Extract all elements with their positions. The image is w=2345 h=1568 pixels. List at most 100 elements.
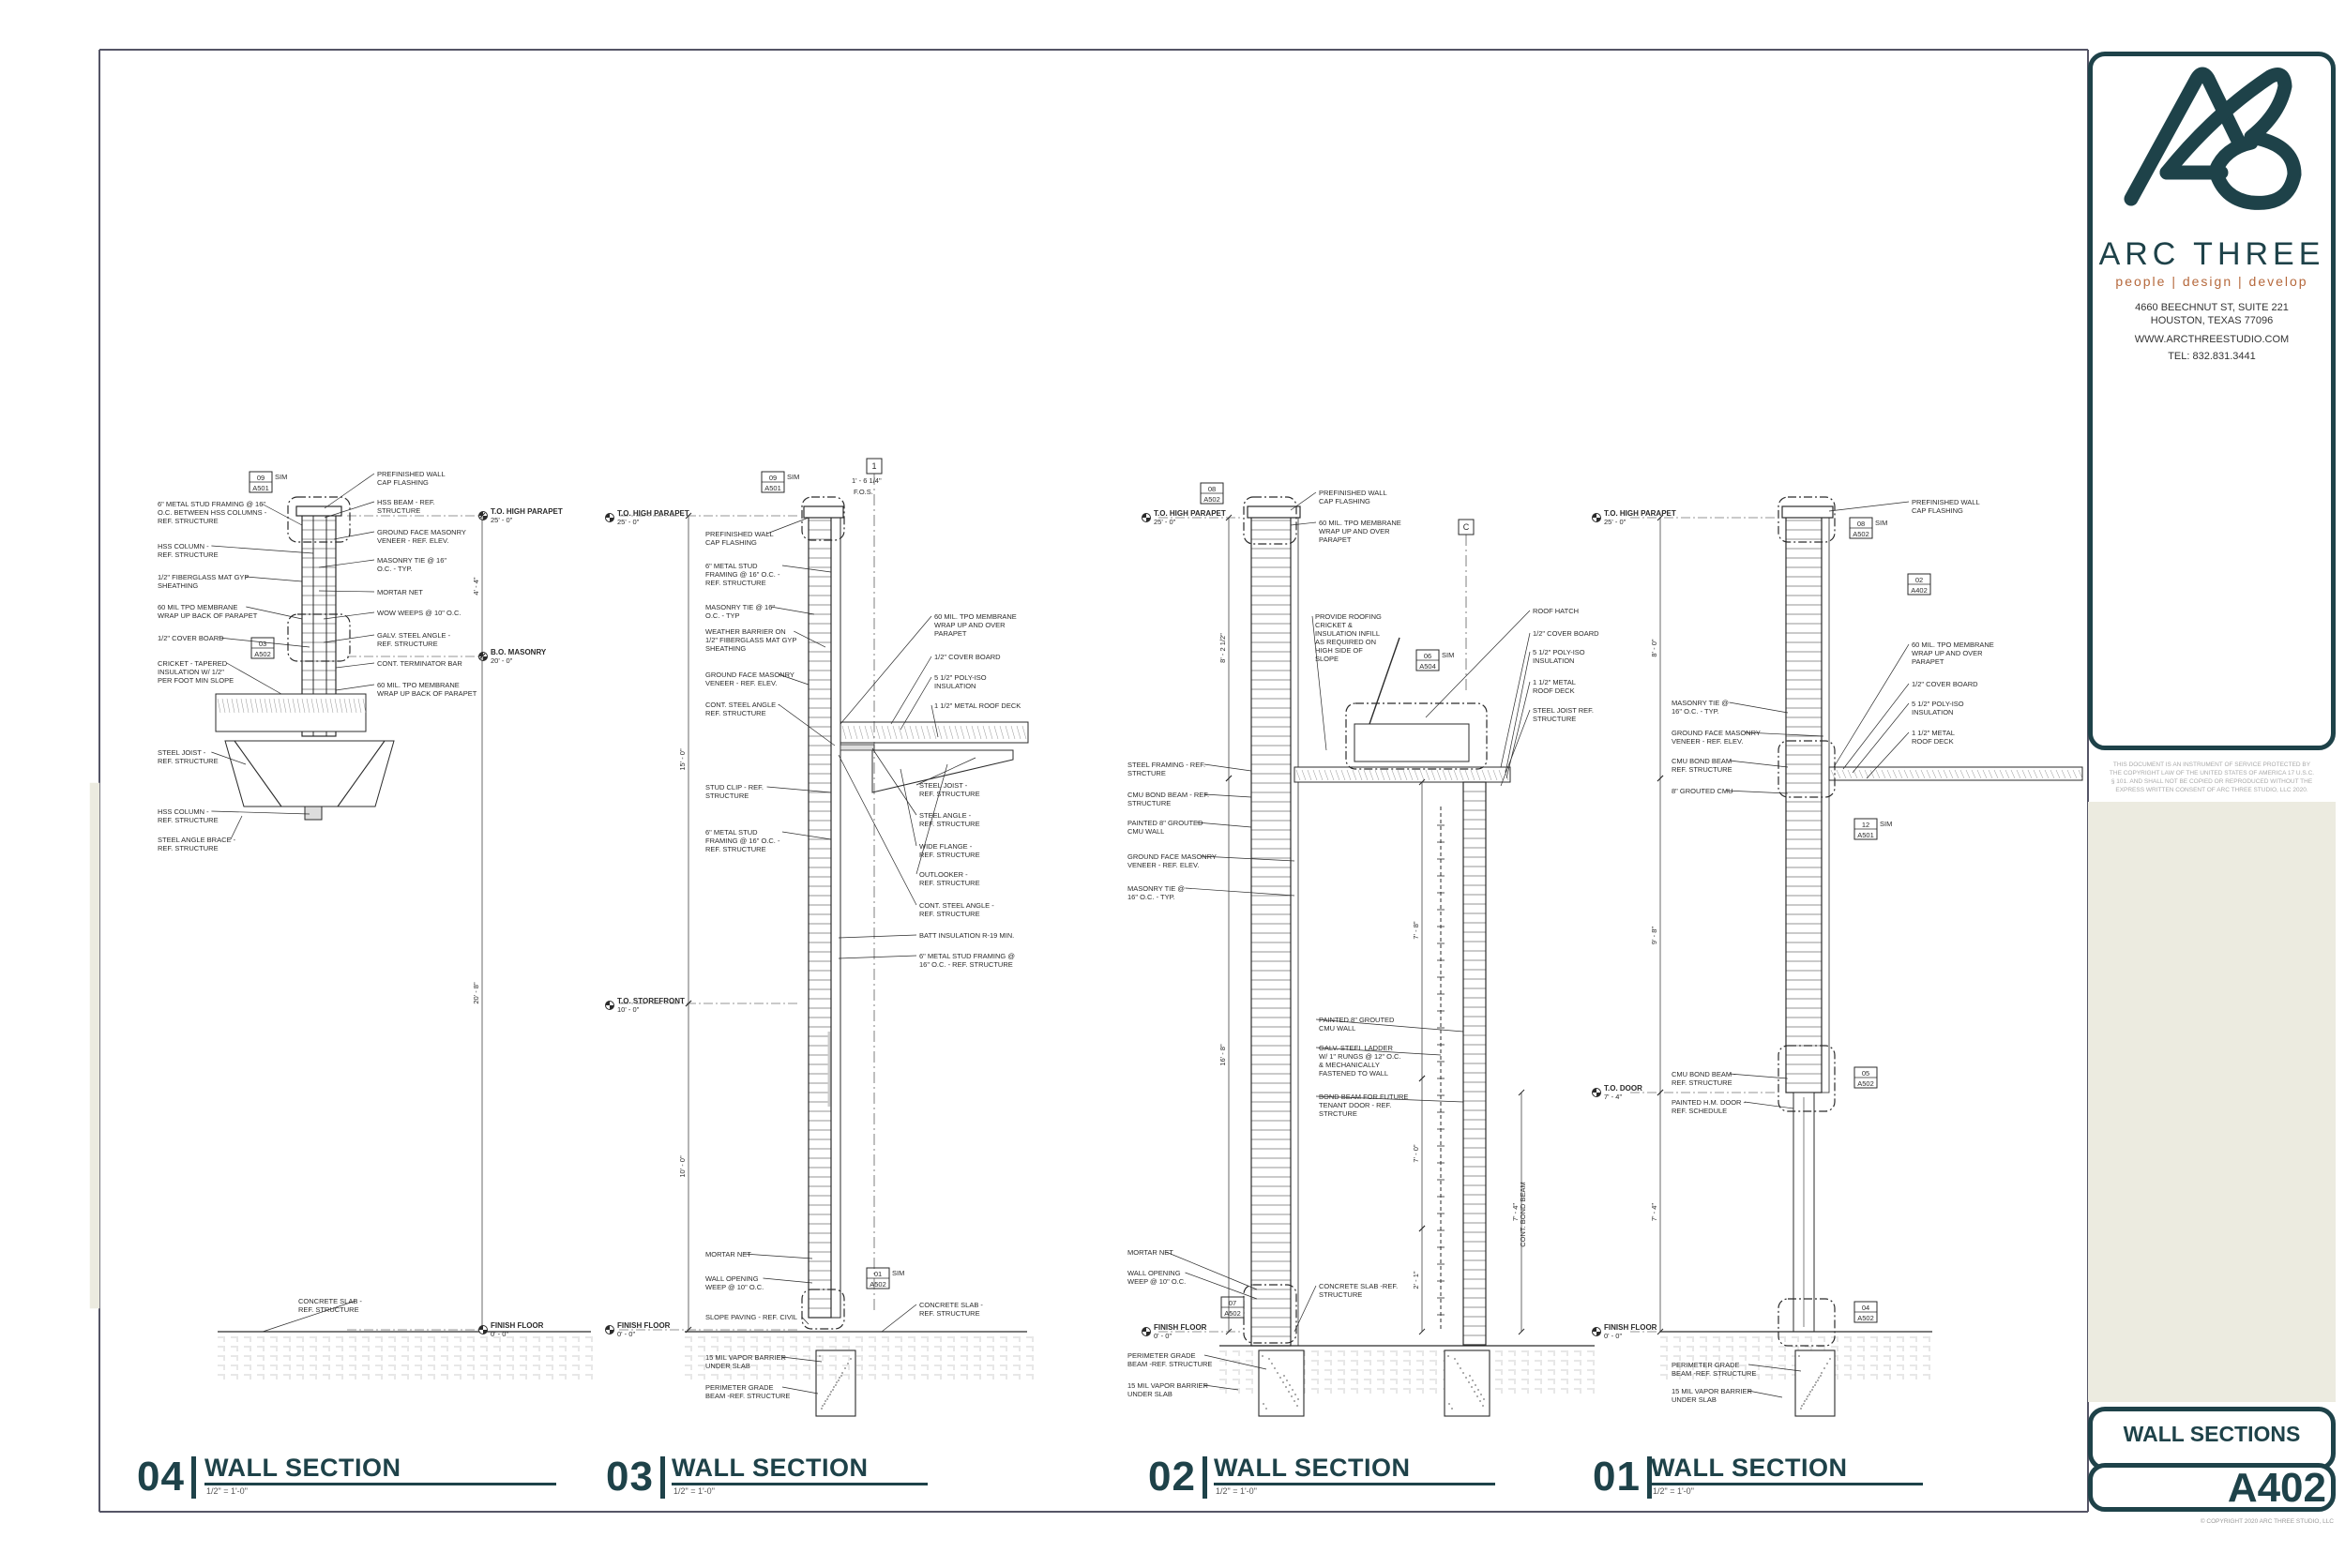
section-02-interior-footing-aggregate [1468,1381,1470,1383]
view-02-title-bar [1203,1456,1207,1499]
view-04-title: WALL SECTION [204,1454,401,1482]
section-04-insulation-hatch [268,698,273,714]
brand-tagline: people | design | develop [2115,274,2308,289]
section-04-note-right-8-line: 60 MIL. TPO MEMBRANE [377,681,460,689]
section-03-dim-upper-tick-a [685,512,692,520]
section-02-roof-hatch [1402,769,1408,781]
section-03-grade-beam-aggregate [830,1391,832,1393]
section-03-roof-hatch [971,725,976,740]
section-02-grade-beam-aggregate [1279,1377,1281,1379]
section-04-note-slab-line: CONCRETE SLAB - [298,1297,362,1305]
section-03-note-right-5-leader [871,747,917,816]
section-01-roof-hatch [1886,769,1892,779]
section-03-note-right-8-line: CONT. STEEL ANGLE - [919,901,994,910]
section-02-roof-hatch [1329,769,1335,781]
section-02-grade-beam-aggregate [1263,1403,1264,1405]
section-01-tag-section-ref: 02 [1915,576,1923,584]
section-02-note-right-10-line: BOND BEAM FOR FUTURE [1319,1093,1408,1101]
section-01-grade-beam-aggregate [1823,1367,1825,1369]
section-04-insulation-hatch [235,698,240,714]
section-02-dim-parapet-tick-a [1225,514,1233,521]
section-02-dim-interior-mid-tick-a [1418,1075,1426,1082]
section-03-tag-base-sim: SIM [892,1269,904,1277]
view-01-title-bar [1647,1456,1652,1499]
section-01-tag-cap-sheet: A502 [1853,530,1869,538]
section-03-note-left-7-line: 6" METAL STUD [705,828,758,837]
section-01-roof-hatch [1988,769,1993,779]
section-04-note-left-7-line: HSS COLUMN - [158,807,209,816]
section-01-grade-beam-aggregate [1804,1400,1806,1402]
section-02-roof-hatch [1447,769,1453,781]
section-03-note-right-4-line: REF. STRUCTURE [919,790,980,798]
section-04-note-right-8-line: WRAP UP BACK OF PARAPET [377,689,477,698]
section-04-note-left-0-line: O.C. BETWEEN HSS COLUMNS - [158,508,267,517]
section-02-interior-footing-aggregate [1451,1408,1453,1410]
section-03-roof-hatch [898,725,903,740]
section-02-note-left-8-leader [1203,1384,1239,1391]
section-02-note-right-11-leader [1294,1285,1317,1333]
section-01-roof-hatch [2010,769,2016,779]
section-02-interior-footing-aggregate [1476,1395,1478,1397]
section-03-note-left-4-line: VENEER - REF. ELEV. [705,679,777,687]
section-04-note-left-5-line: PER FOOT MIN SLOPE [158,676,234,685]
section-03-note-right-6-line: WIDE FLANGE - [919,842,973,851]
section-03-note-right-9-line: BATT INSULATION R-19 MIN. [919,931,1014,940]
section-03-level-floor-marker-fill [605,1325,614,1334]
section-03-dim-lower-text: 10' - 0" [678,1155,687,1178]
section-03-roof-hatch [931,725,937,740]
section-02-dim-parapet-text: 8' - 2 1/2" [1218,633,1227,663]
section-03-note-left-0-leader [766,517,809,535]
section-01-note-left-4-line: REF. STRUCTURE [1672,1078,1732,1087]
section-02-interior-footing-aggregate [1472,1380,1474,1381]
section-01-note-left-7-line: UNDER SLAB [1672,1395,1717,1404]
section-03-roof-hatch [886,725,892,740]
section-03-note-left-2-line: O.C. - TYP [705,611,740,620]
section-02-grade-beam-aggregate [1268,1358,1270,1360]
section-01-grade-beam-aggregate [1809,1391,1811,1393]
section-02-note-left-3-line: VENEER - REF. ELEV. [1127,861,1199,869]
section-02-interior-footing-aggregate [1480,1394,1482,1395]
section-01-note-right-1-line: 60 MIL. TPO MEMBRANE [1912,641,1994,649]
section-03-note-left-1-line: 6" METAL STUD [705,562,758,570]
section-01-roof-hatch [2050,769,2055,779]
section-01-note-right-1-line: PARAPET [1912,657,1944,666]
section-02-note-left-1-leader [1203,793,1252,798]
section-03-note-left-9-leader [763,1277,813,1284]
section-04-insulation-hatch [334,698,339,714]
section-01-note-left-3-line: 8" GROUTED CMU [1672,787,1733,795]
margin-strip [89,782,100,1309]
section-02-level-floor-elevation: 0' - 0" [1154,1332,1172,1340]
website[interactable]: WWW.ARCTHREESTUDIO.COM [2134,334,2290,345]
section-04-note-right-2-line: GROUND FACE MASONRY [377,528,466,536]
section-02-cont-bond-beam: CONT. BOND BEAM [1519,1182,1527,1247]
section-01-note-left-7-leader [1747,1390,1783,1398]
section-03-tag-cap-ref: 09 [769,474,777,482]
section-04-level-floor-marker-fill [478,1325,488,1334]
section-03-grade-beam-aggregate [850,1358,852,1360]
section-02-grade-beam-aggregate [1294,1394,1296,1395]
section-04-note-right-0-leader [324,473,375,509]
section-01-note-left-1-line: GROUND FACE MASONRY [1672,729,1761,737]
section-04-tag-cap-sheet: A501 [252,484,269,492]
section-03-roof-hatch [1016,725,1021,740]
section-04-tag-cap-sim: SIM [275,473,287,481]
section-04-insulation-hatch [301,698,306,714]
copyright-disclaimer-line-3: § 101. AND SHALL NOT BE COPIED OR REPROD… [2110,778,2313,785]
section-02-note-right-10-leader [1315,1095,1464,1103]
section-03-note-left-7-line: REF. STRUCTURE [705,845,766,853]
section-02-grade-beam-aggregate [1271,1363,1273,1364]
section-02-note-left-2-line: PAINTED 8" GROUTED [1127,819,1203,827]
section-02-note-right-7-line: STRUCTURE [1533,715,1576,723]
section-01-roof-hatch [1898,769,1903,779]
section-02-cmu-wall [1250,510,1292,1347]
section-01-roof-hatch [1903,769,1909,779]
section-02-note-right-1-line: PARAPET [1319,535,1352,544]
section-02-veneer-cavity [1290,510,1299,1347]
section-04-insulation-hatch [245,698,250,714]
section-01-tag-door-ref: 05 [1862,1069,1869,1078]
section-03-note-left-1-line: REF. STRUCTURE [705,579,766,587]
section-01-grade-beam-aggregate [1807,1395,1808,1397]
section-02-note-left-6-line: WALL OPENING [1127,1269,1181,1277]
section-04-insulation-hatch [306,698,310,714]
section-03-note-right-6-line: REF. STRUCTURE [919,851,980,859]
